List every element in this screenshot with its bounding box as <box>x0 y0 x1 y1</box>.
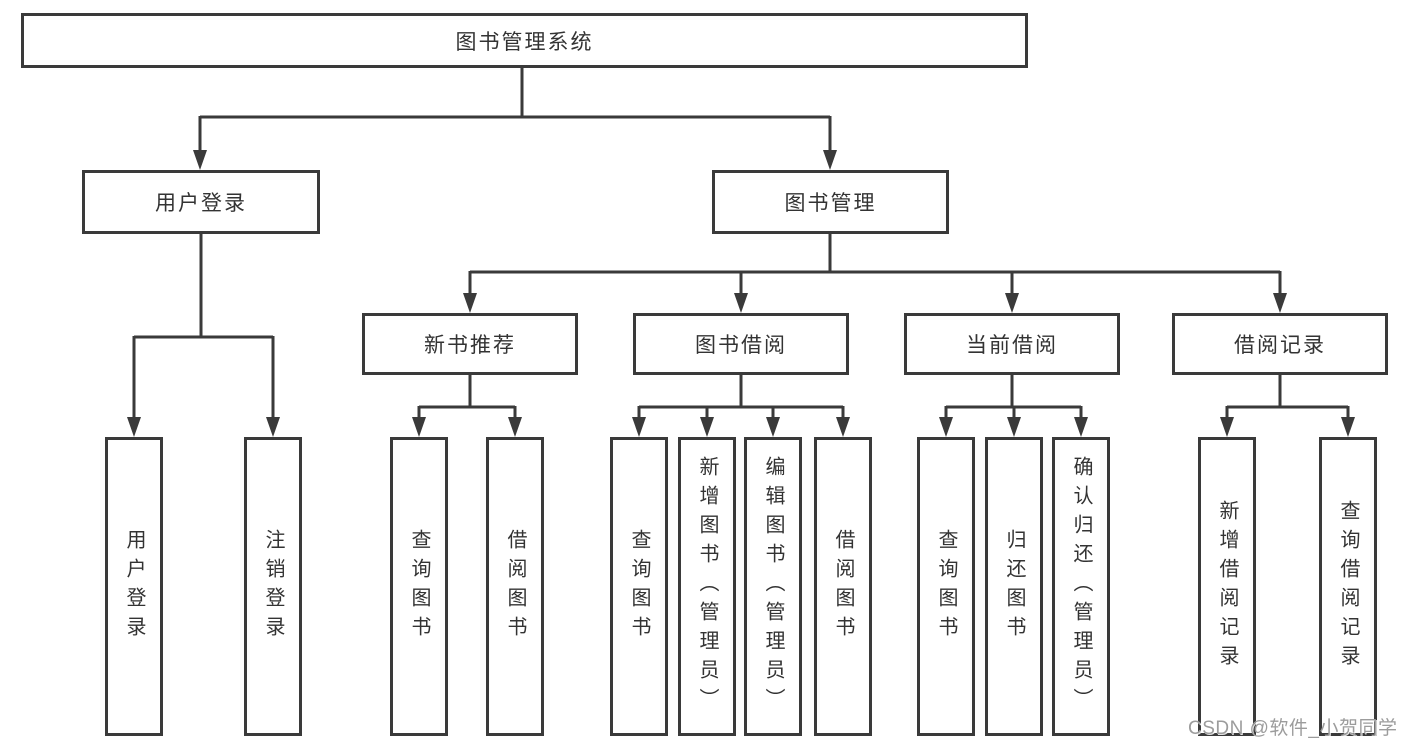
leaf-query-books-1: 查询图书 <box>390 437 448 736</box>
node-label: 当前借阅 <box>966 334 1058 357</box>
node-label: 图书管理系统 <box>455 30 594 54</box>
node-root-library-system: 图书管理系统 <box>21 13 1028 68</box>
leaf-query-books-3: 查询图书 <box>917 437 975 736</box>
leaf-confirm-return-admin: 确认归还（管理员） <box>1052 437 1110 736</box>
leaf-label: 用户登录 <box>123 528 145 645</box>
leaf-label: 确认归还（管理员） <box>1070 456 1092 717</box>
leaf-user-login: 用户登录 <box>105 437 163 736</box>
leaf-label: 新增图书（管理员） <box>696 456 718 717</box>
leaf-label: 归还图书 <box>1003 528 1025 645</box>
node-label: 图书管理 <box>784 192 877 215</box>
node-book-borrow: 图书借阅 <box>633 313 849 375</box>
leaf-query-books-2: 查询图书 <box>610 437 668 736</box>
node-label: 图书借阅 <box>695 334 787 357</box>
node-current-borrow: 当前借阅 <box>904 313 1120 375</box>
leaf-query-borrow-record: 查询借阅记录 <box>1319 437 1377 736</box>
node-label: 借阅记录 <box>1234 334 1326 357</box>
connector-new-book-to-leaves <box>417 375 517 419</box>
leaf-add-borrow-record: 新增借阅记录 <box>1198 437 1256 736</box>
node-borrow-record: 借阅记录 <box>1172 313 1388 375</box>
leaf-label: 查询借阅记录 <box>1337 499 1359 674</box>
connector-book-management-to-level2 <box>468 234 1282 295</box>
node-book-management: 图书管理 <box>712 170 949 234</box>
leaf-label: 编辑图书（管理员） <box>762 456 784 717</box>
leaf-edit-books-admin: 编辑图书（管理员） <box>744 437 802 736</box>
leaf-borrow-books-2: 借阅图书 <box>814 437 872 736</box>
leaf-label: 查询图书 <box>935 528 957 645</box>
leaf-logout: 注销登录 <box>244 437 302 736</box>
node-label: 新书推荐 <box>424 334 516 357</box>
leaf-label: 借阅图书 <box>504 528 526 645</box>
leaf-borrow-books-1: 借阅图书 <box>486 437 544 736</box>
arrowheads <box>127 150 1355 437</box>
leaf-label: 新增借阅记录 <box>1216 499 1238 674</box>
node-user-login: 用户登录 <box>82 170 320 234</box>
leaf-label: 注销登录 <box>262 528 284 645</box>
connector-user-login-to-leaves <box>132 234 275 419</box>
node-new-book-recommend: 新书推荐 <box>362 313 578 375</box>
connector-borrow-record-to-leaves <box>1225 375 1350 419</box>
leaf-label: 查询图书 <box>628 528 650 645</box>
leaf-return-books: 归还图书 <box>985 437 1043 736</box>
connector-book-borrow-to-leaves <box>637 375 845 419</box>
csdn-watermark: CSDN @软件_小贺同学 <box>1188 718 1398 739</box>
leaf-label: 借阅图书 <box>832 528 854 645</box>
connector-root-to-level1 <box>198 68 832 152</box>
node-label: 用户登录 <box>155 192 247 215</box>
leaf-add-books-admin: 新增图书（管理员） <box>678 437 736 736</box>
connector-current-borrow-to-leaves <box>944 375 1083 419</box>
leaf-label: 查询图书 <box>408 528 430 645</box>
